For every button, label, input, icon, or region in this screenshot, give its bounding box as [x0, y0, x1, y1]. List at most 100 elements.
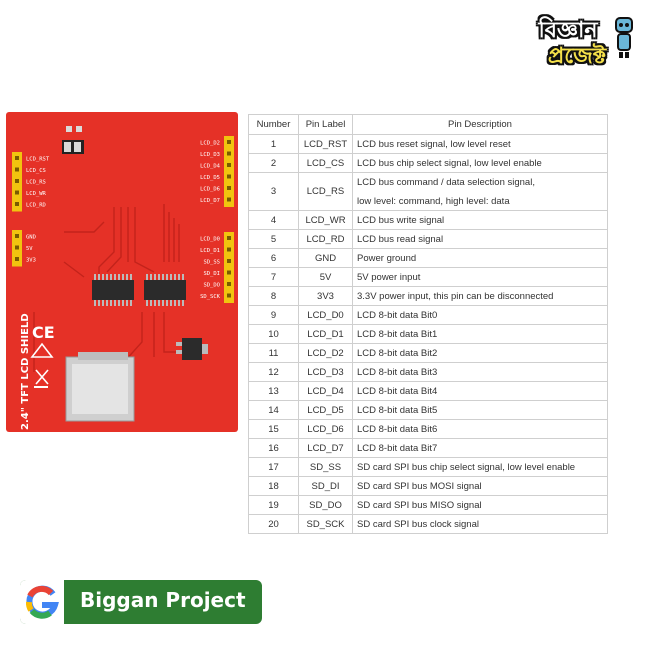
- header-pin: [15, 245, 19, 250]
- header-pin: [15, 234, 19, 238]
- board-pin-label: LCD_RD: [26, 203, 46, 209]
- board-pin-label: SD_DI: [203, 271, 220, 277]
- header-number: Number: [248, 114, 299, 135]
- pin-label: 5V: [298, 267, 353, 287]
- ic-chip-left: [92, 274, 134, 306]
- pin-description: LCD 8-bit data Bit4: [352, 381, 608, 401]
- pin-number: 9: [248, 305, 299, 325]
- board-pin-label: LCD_D2: [200, 141, 220, 147]
- board-pin-label: LCD_D0: [200, 237, 220, 243]
- pin-description-line: SD card SPI bus clock signal: [357, 518, 479, 530]
- pin-label: LCD_RST: [298, 134, 353, 154]
- header-pin: [15, 167, 19, 172]
- pin-label: SD_DI: [298, 476, 353, 496]
- pin-description-line: SD card SPI bus MOSI signal: [357, 480, 482, 492]
- header-pin-label: Pin Label: [298, 114, 353, 135]
- board-pin-label: 3V3: [26, 258, 36, 264]
- pin-description: LCD 8-bit data Bit1: [352, 324, 608, 344]
- pin-description: LCD bus read signal: [352, 229, 608, 249]
- pin-description-line: LCD 8-bit data Bit6: [357, 423, 438, 435]
- pin-label: LCD_CS: [298, 153, 353, 173]
- pin-label: LCD_RD: [298, 229, 353, 249]
- pin-description: SD card SPI bus MOSI signal: [352, 476, 608, 496]
- pin-description: SD card SPI bus chip select signal, low …: [352, 457, 608, 477]
- pin-description-line: LCD bus command / data selection signal,: [357, 176, 535, 188]
- pin-number: 3: [248, 172, 299, 211]
- pin-description: LCD bus write signal: [352, 210, 608, 230]
- pin-label: LCD_D5: [298, 400, 353, 420]
- board-pin-label: SD_SS: [203, 260, 220, 266]
- header-pin: [227, 293, 231, 298]
- board-pin-label: LCD_D1: [200, 248, 220, 254]
- header-pin: [227, 270, 231, 275]
- pin-number: 20: [248, 514, 299, 534]
- pin-number: 11: [248, 343, 299, 363]
- svg-text:CE: CE: [32, 323, 55, 342]
- header-pin: [15, 179, 19, 183]
- brand-logo-line1: বিজ্ঞান: [538, 18, 598, 43]
- board-pin-label: LCD_RST: [26, 157, 50, 163]
- pin-description: LCD bus reset signal, low level reset: [352, 134, 608, 154]
- pin-description-line-2: low level: command, high level: data: [357, 195, 510, 207]
- pin-description: LCD 8-bit data Bit0: [352, 305, 608, 325]
- pin-number: 5: [248, 229, 299, 249]
- pin-description: LCD 8-bit data Bit2: [352, 343, 608, 363]
- pin-description-line: LCD bus reset signal, low level reset: [357, 138, 511, 150]
- pin-label: SD_DO: [298, 495, 353, 515]
- pin-number: 15: [248, 419, 299, 439]
- header-pin: [227, 259, 231, 263]
- pin-label: LCD_RS: [298, 172, 353, 211]
- brand-logo-top: বিজ্ঞান প্রজেক্ট: [513, 14, 635, 76]
- ic-chip-right: [144, 274, 186, 306]
- board-pin-label: LCD_CS: [26, 168, 46, 174]
- pin-number: 10: [248, 324, 299, 344]
- pin-description-line: LCD bus read signal: [357, 233, 444, 245]
- board-pin-label: LCD_D6: [200, 187, 220, 193]
- pin-label: LCD_D1: [298, 324, 353, 344]
- board-pin-label: LCD_WR: [26, 191, 47, 197]
- header-pin: [227, 174, 231, 179]
- board-pin-label: LCD_D7: [200, 198, 220, 204]
- pin-number: 16: [248, 438, 299, 458]
- pin-description: Power ground: [352, 248, 608, 268]
- pin-description: 5V power input: [352, 267, 608, 287]
- pin-description: 3.3V power input, this pin can be discon…: [352, 286, 608, 306]
- pin-description-line: 5V power input: [357, 271, 421, 283]
- pin-description-line: Power ground: [357, 252, 417, 264]
- pin-number: 17: [248, 457, 299, 477]
- brand-logo-line2: প্রজেক্ট: [547, 44, 607, 69]
- pin-number: 13: [248, 381, 299, 401]
- pin-number: 4: [248, 210, 299, 230]
- pin-label: LCD_D3: [298, 362, 353, 382]
- pin-description: LCD bus command / data selection signal,…: [352, 172, 608, 211]
- pin-label: LCD_D7: [298, 438, 353, 458]
- pin-description-line: LCD 8-bit data Bit4: [357, 385, 438, 397]
- pin-label: GND: [298, 248, 353, 268]
- pin-label: LCD_D0: [298, 305, 353, 325]
- voltage-regulator: [176, 338, 208, 360]
- pin-description-line: LCD bus chip select signal, low level en…: [357, 157, 542, 169]
- board-title: 2.4" TFT LCD SHIELD: [20, 313, 31, 430]
- pin-number: 7: [248, 267, 299, 287]
- google-g-icon: [20, 580, 64, 624]
- header-pin-description: Pin Description: [352, 114, 608, 135]
